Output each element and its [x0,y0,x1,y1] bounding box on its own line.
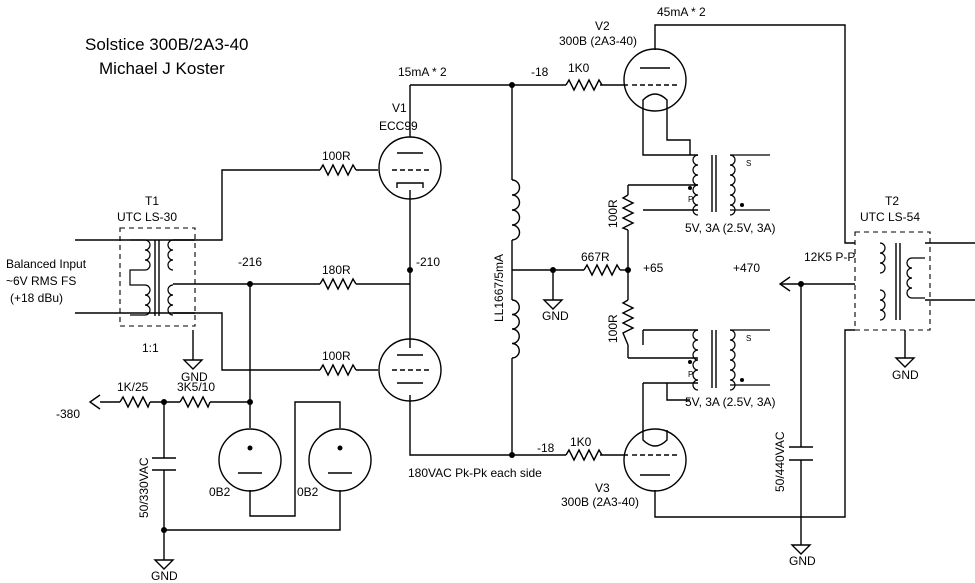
label-input-2: ~6V RMS FS [6,274,76,288]
ground-right-symbol [790,544,812,555]
label-v1: V1 [392,101,407,115]
resistor-100r-filament-top [621,194,635,231]
label-cap-right: 50/440VAC [773,431,787,492]
resistor-100r-v1-grid-bottom [319,363,357,377]
tube-0b2-right [308,428,372,492]
label-input-1: Balanced Input [6,257,87,271]
wires [75,24,975,560]
label-v-65: +65 [643,261,664,275]
label-r-100-bottom: 100R [606,314,620,343]
tube-v1-bottom [378,338,442,402]
label-gnd-t1: GND [181,370,208,384]
label-v-216: -216 [238,255,262,269]
label-r-100-top: 100R [606,199,620,228]
label-r-3k5: 3K5/10 [177,380,215,394]
choke-inductor [511,179,521,359]
capacitor-left [152,457,176,471]
label-v-18-top: -18 [531,65,549,79]
label-v2: V2 [595,19,610,33]
label-v3-type: 300B (2A3-40) [561,495,639,509]
resistor-3k5-10 [179,395,211,409]
resistor-667r [583,263,621,277]
label-i-15ma: 15mA * 2 [398,65,447,79]
arrow-minus-380 [88,394,101,410]
label-i-45ma: 45mA * 2 [657,5,706,19]
label-v-470: +470 [733,261,760,275]
resistor-1k-25 [119,395,151,409]
ground-t1-symbol [182,359,204,370]
label-input-3: (+18 dBu) [10,291,63,305]
tube-v1-top [378,136,442,200]
label-load: 12K5 P-P [804,250,855,264]
label-t1-ratio: 1:1 [142,341,159,355]
label-primary-top: P [688,195,693,204]
label-v-18-bottom: -18 [537,441,555,455]
label-filament-top: 5V, 3A (2.5V, 3A) [685,221,776,235]
label-v1-type: ECC99 [379,119,418,133]
transformer-t1 [119,227,196,327]
label-primary-bottom: P [688,370,693,379]
label-ac-note: 180VAC Pk-Pk each side [408,466,542,480]
label-v3: V3 [595,481,610,495]
label-r-1k0-top: 1K0 [568,61,590,75]
resistor-1k0-top [565,78,603,92]
label-ob2-right: 0B2 [297,485,319,499]
title-line-1: Solstice 300B/2A3-40 [85,35,249,54]
label-ob2-left: 0B2 [209,485,231,499]
label-r-1k25: 1K/25 [117,380,149,394]
title-line-2: Michael J Koster [99,59,225,78]
label-r-1k0-bottom: 1K0 [570,435,592,449]
label-r-grid-bottom: 100R [322,349,351,363]
label-v-210: -210 [416,255,440,269]
label-cap-left: 50/330VAC [137,457,151,518]
label-gnd-right: GND [789,554,816,568]
label-t1: T1 [145,194,159,208]
ground-t2-symbol [894,357,916,368]
filament-transformer-bottom [688,329,770,391]
label-v2-type: 300B (2A3-40) [559,34,637,48]
label-v-380: -380 [56,407,80,421]
label-t2-type: UTC LS-54 [860,210,920,224]
arrow-plus-470 [778,276,791,292]
label-gnd-t2: GND [892,368,919,382]
label-filament-bottom: 5V, 3A (2.5V, 3A) [685,395,776,409]
filament-transformer-top [688,154,770,216]
label-t1-type: UTC LS-30 [117,210,177,224]
label-secondary-bottom: S [746,334,751,343]
label-r-cathode: 180R [322,263,351,277]
capacitor-right [789,435,813,461]
label-r-667: 667R [581,250,610,264]
label-gnd-left: GND [151,569,178,583]
label-r-grid-top: 100R [322,149,351,163]
resistor-100r-filament-bottom [621,299,635,346]
label-secondary-top: S [746,159,751,168]
tube-v3 [623,428,687,492]
resistor-180r [319,277,357,291]
resistor-1k0-bottom [565,448,603,462]
resistor-zigzags [119,78,635,462]
label-t2: T2 [885,194,899,208]
ground-choke-symbol [542,299,564,310]
tube-v2 [623,48,687,112]
tube-0b2-left [218,428,282,492]
junction-dots [161,82,804,533]
label-choke: LL1667/5mA [492,254,506,322]
label-gnd-choke: GND [542,309,569,323]
transformer-t2 [854,231,931,331]
resistor-100r-v1-grid-top [319,163,357,177]
ground-left-symbol [153,559,175,570]
